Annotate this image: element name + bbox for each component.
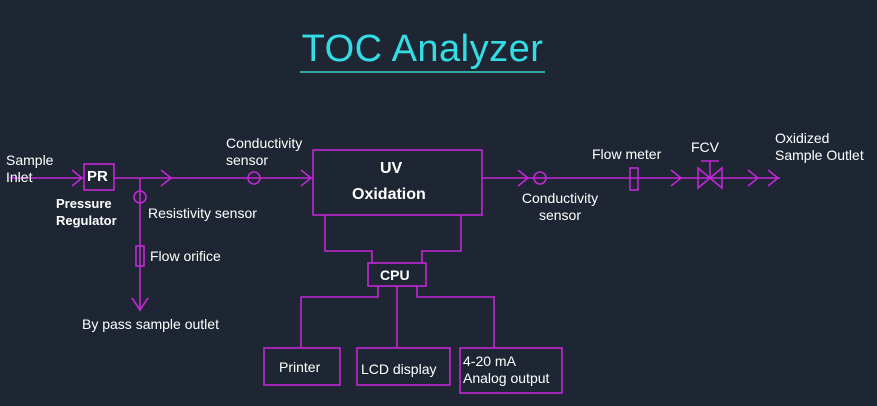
flow-meter-icon <box>629 167 639 191</box>
title-container: TOC Analyzer <box>300 28 545 70</box>
oxidized-outlet-label: Oxidized Sample Outlet <box>775 130 864 163</box>
arrow-after-uv <box>517 169 530 187</box>
resistivity-sensor-label: Resistivity sensor <box>148 205 257 221</box>
cpu-printer-link <box>300 286 379 348</box>
conductivity-sensor-out-icon <box>533 171 547 185</box>
uv-cpu-link-left <box>324 215 373 263</box>
pressure-regulator-label: Pressure Regulator <box>56 196 117 228</box>
uv-label: UV <box>380 160 403 177</box>
sample-inlet-label: Sample Inlet <box>6 152 54 185</box>
arrow-after-resistivity <box>160 169 173 187</box>
flow-meter-label: Flow meter <box>592 146 662 162</box>
bypass-arrow <box>131 297 149 312</box>
cpu-label: CPU <box>380 267 410 283</box>
fcv-label: FCV <box>691 139 719 155</box>
fcv-valve-icon <box>697 166 723 190</box>
lcd-display-label: LCD display <box>361 361 437 377</box>
pr-label: PR <box>87 168 108 185</box>
page-title: TOC Analyzer <box>301 28 544 70</box>
oxidation-label: Oxidation <box>352 186 426 203</box>
title-underline <box>300 71 545 73</box>
conductivity-sensor-out-label: Conductivity sensor <box>521 190 599 223</box>
printer-box <box>263 347 341 386</box>
flow-orifice-label: Flow orifice <box>150 248 221 264</box>
arrow-outlet-1 <box>747 169 760 187</box>
cpu-analog-link <box>416 286 495 348</box>
arrow-into-uv <box>300 169 313 187</box>
analog-output-label: 4-20 mA Analog output <box>463 353 550 386</box>
uv-oxidation-box <box>312 149 483 216</box>
arrow-outlet-2 <box>767 169 780 187</box>
inlet-arrow <box>71 169 84 187</box>
analog-output-box <box>459 347 563 394</box>
flow-orifice-icon <box>135 245 145 267</box>
printer-label: Printer <box>279 359 321 375</box>
bypass-outlet-label: By pass sample outlet <box>82 316 219 332</box>
pr-box <box>83 163 115 191</box>
conductivity-sensor-in-label: Conductivity sensor <box>226 135 303 168</box>
conductivity-sensor-in-icon <box>247 171 261 185</box>
uv-cpu-link-right <box>421 215 462 263</box>
arrow-after-flow-meter <box>670 169 683 187</box>
lcd-display-box <box>356 347 451 386</box>
